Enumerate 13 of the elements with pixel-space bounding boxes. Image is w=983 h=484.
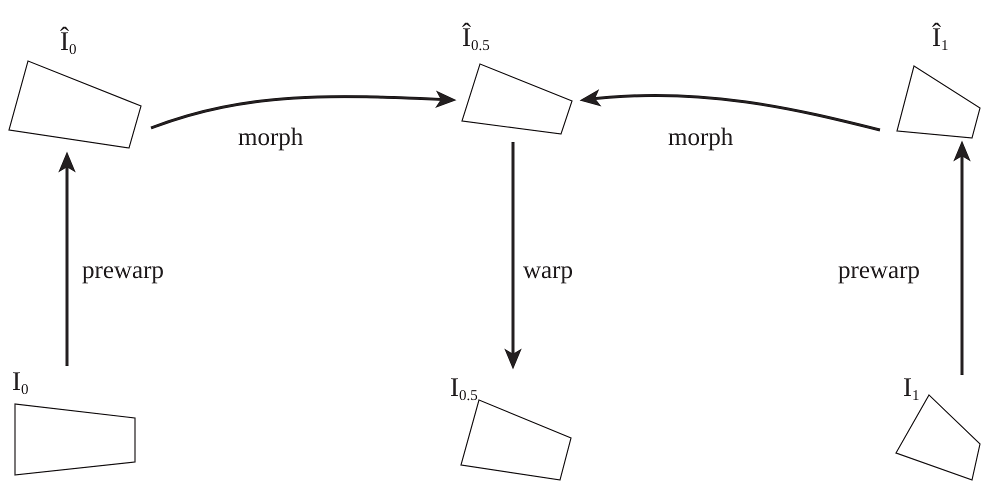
image-symbol: Î$_{1}$ [932, 24, 948, 51]
edge-label: morph [236, 125, 306, 150]
arrow [150, 90, 456, 130]
image-symbol: Î$_{0}$ [60, 28, 76, 55]
arrow [58, 152, 76, 366]
arrow [953, 140, 971, 375]
image-symbol: I$_{0}$ [12, 368, 28, 395]
edge-label: morph [666, 125, 736, 150]
image-symbol: I$_{1}$ [903, 374, 920, 401]
image-symbol: Î$_{0.5}$ [462, 24, 490, 51]
arrow [580, 90, 880, 132]
image-symbol: I$_{0.5}$ [450, 374, 478, 401]
arrow [504, 142, 522, 370]
